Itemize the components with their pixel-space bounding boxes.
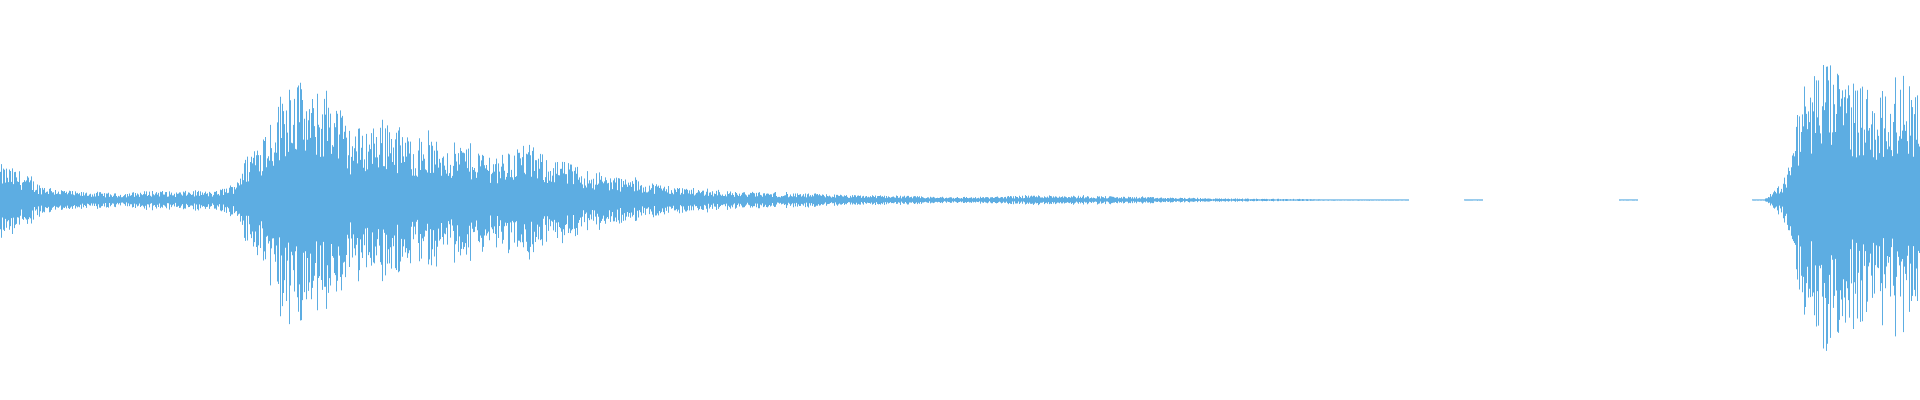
waveform-bars [0,65,1920,351]
